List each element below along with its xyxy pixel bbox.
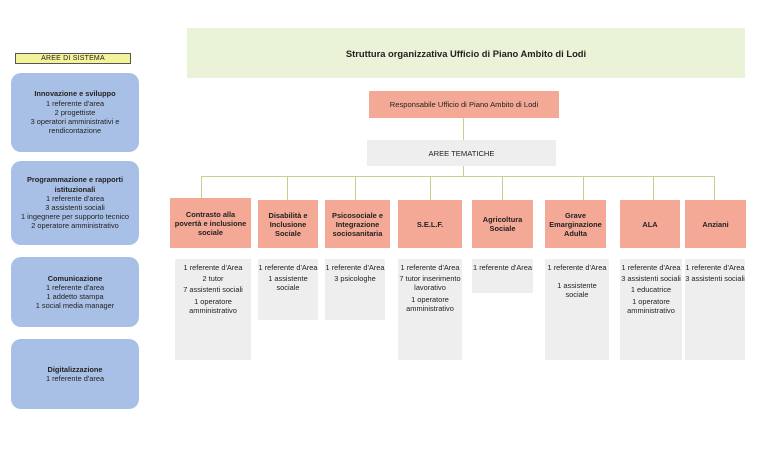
area-self: S.E.L.F. <box>398 200 462 248</box>
connector-line <box>502 176 503 200</box>
system-area-line: 1 ingegnere per supporto tecnico <box>20 212 130 222</box>
connector-line <box>714 176 715 200</box>
system-area-innovazione: Innovazione e sviluppo 1 referente d'are… <box>11 73 139 152</box>
staff-line: 3 psicologhe <box>334 274 376 284</box>
system-area-digitalizzazione: Digitalizzazione 1 referente d'area <box>11 339 139 409</box>
staff-line: 3 assistenti sociali <box>621 274 681 284</box>
staff-line: 1 operatore amministrativo <box>189 296 237 315</box>
aree-sistema-header: AREE DI SISTEMA <box>15 53 131 64</box>
staff-line: 1 referente d'Area <box>400 263 460 272</box>
system-area-line: 1 social media manager <box>35 301 115 311</box>
connector-line <box>201 176 714 177</box>
staff-contrasto-poverta: 1 referente d'Area 2 tutor 7 assistenti … <box>175 259 251 360</box>
system-area-programmazione: Programmazione e rapporti istituzionali … <box>11 161 139 245</box>
staff-line: 1 assistente sociale <box>268 274 308 293</box>
staff-line: 1 referente d'Area <box>325 263 385 272</box>
area-anziani: Anziani <box>685 200 746 248</box>
connector-line <box>287 176 288 200</box>
aree-tematiche-box: AREE TEMATICHE <box>367 140 556 166</box>
system-area-line: 1 referente d'area <box>45 374 105 383</box>
connector-line <box>463 166 464 177</box>
staff-line: 1 referente d'Area <box>547 263 607 272</box>
system-area-line: 3 operatori amministrativi e rendicontaz… <box>30 117 120 136</box>
staff-grave-emarginazione: 1 referente d'Area 1 assistente sociale <box>545 259 609 360</box>
system-area-comunicazione: Comunicazione 1 referente d'area 1 addet… <box>11 257 139 327</box>
connector-line <box>355 176 356 200</box>
staff-disabilita: 1 referente d'Area 1 assistente sociale <box>258 259 318 320</box>
area-agricoltura-sociale: Agricoltura Sociale <box>472 200 533 248</box>
system-area-title: Digitalizzazione <box>47 364 103 374</box>
system-area-title: Comunicazione <box>47 273 103 283</box>
staff-line: 7 assistenti sociali <box>183 285 243 295</box>
staff-line: 1 assistente sociale <box>557 281 597 300</box>
system-area-line: 1 referente d'area <box>45 193 105 203</box>
system-area-line: 1 addetto stampa <box>46 292 104 301</box>
staff-line: 2 tutor <box>202 274 224 284</box>
connector-line <box>463 118 464 140</box>
system-area-line: 2 progettiste <box>54 107 96 117</box>
page-title: Struttura organizzativa Ufficio di Piano… <box>187 28 745 78</box>
responsabile-box: Responsabile Ufficio di Piano Ambito di … <box>369 91 559 118</box>
staff-psicosociale: 1 referente d'Area 3 psicologhe <box>325 259 385 320</box>
staff-line: 1 referente d'Area <box>685 263 745 272</box>
system-area-line: 1 referente d'area <box>45 98 105 108</box>
staff-line: 1 operatore amministrativo <box>627 296 675 315</box>
staff-line: 1 referente d'Area <box>473 263 532 272</box>
staff-ala: 1 referente d'Area 3 assistenti sociali … <box>620 259 682 360</box>
staff-line: 1 referente d'Area <box>621 263 681 272</box>
area-grave-emarginazione: Grave Emarginazione Adulta <box>545 200 606 248</box>
staff-line: 7 tutor inserimento lavorativo <box>399 274 461 293</box>
staff-line: 1 educatrice <box>630 285 672 295</box>
staff-agricoltura-sociale: 1 referente d'Area <box>472 259 533 293</box>
staff-self: 1 referente d'Area 7 tutor inserimento l… <box>398 259 462 360</box>
area-disabilita: Disabilità e Inclusione Sociale <box>258 200 318 248</box>
connector-line <box>201 176 202 200</box>
area-psicosociale: Psicosociale e Integrazione sociosanitar… <box>325 200 390 248</box>
staff-line: 1 referente d'Area <box>183 263 243 272</box>
system-area-title: Programmazione e rapporti istituzionali <box>26 175 124 194</box>
staff-line: 1 referente d'Area <box>258 263 318 272</box>
system-area-line: 3 assistenti sociali <box>45 203 105 212</box>
staff-line: 1 operatore amministrativo <box>406 294 454 313</box>
system-area-line: 2 operatore amministrativo <box>31 221 119 231</box>
area-ala: ALA <box>620 200 680 248</box>
connector-line <box>430 176 431 200</box>
system-area-line: 1 referente d'area <box>45 282 105 292</box>
staff-anziani: 1 referente d'Area 3 assistenti sociali <box>685 259 745 360</box>
connector-line <box>653 176 654 200</box>
staff-line: 3 assistenti sociali <box>685 274 745 284</box>
system-area-title: Innovazione e sviluppo <box>34 89 116 99</box>
area-contrasto-poverta: Contrasto alla povertà e inclusione soci… <box>170 198 251 248</box>
connector-line <box>583 176 584 200</box>
